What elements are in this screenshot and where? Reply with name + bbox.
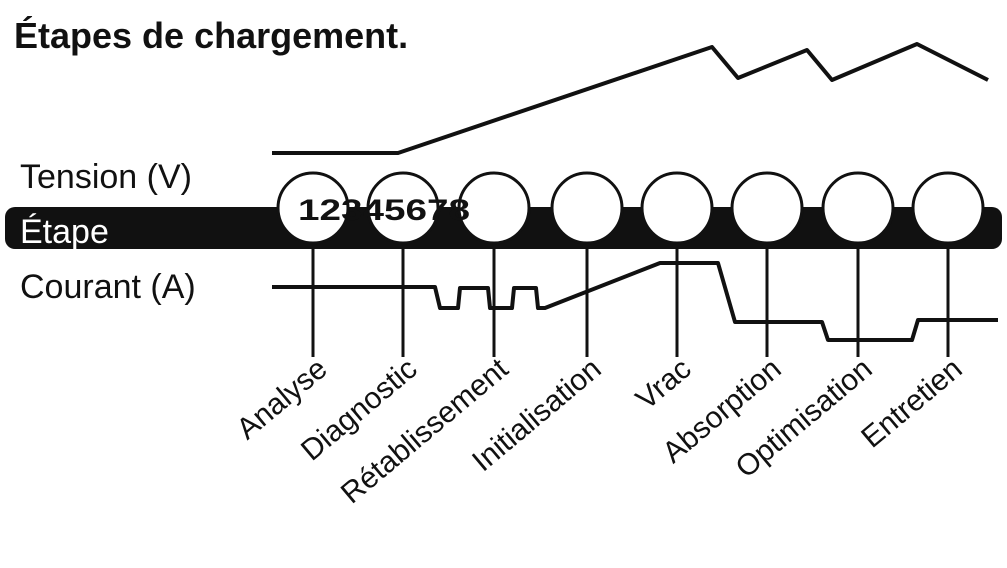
stage-circle-5 xyxy=(640,171,714,245)
voltage-curve xyxy=(272,42,989,155)
stage-circle-2 xyxy=(366,171,440,245)
current-row-label: Courant (A) xyxy=(20,268,196,306)
stage-label-retablissement: Rétablissement xyxy=(335,352,515,511)
stage-labels: Analyse Diagnostic Rétablissement Initia… xyxy=(231,352,969,511)
stage-circles xyxy=(276,171,985,245)
current-curve xyxy=(272,261,998,342)
step-row-label: Étape xyxy=(20,213,109,251)
stage-circle-4 xyxy=(550,171,624,245)
stage-circle-7 xyxy=(821,171,895,245)
stage-circle-6 xyxy=(730,171,804,245)
stage-circle-3 xyxy=(457,171,531,245)
page-title: Étapes de chargement. xyxy=(14,15,408,56)
stage-circle-1 xyxy=(276,171,350,245)
stage-circle-8 xyxy=(911,171,985,245)
stage-label-entretien: Entretien xyxy=(855,352,968,454)
step-numbers: 12345678 xyxy=(298,194,470,227)
stage-label-vrac: Vrac xyxy=(630,352,698,416)
voltage-row-label: Tension (V) xyxy=(20,158,192,196)
